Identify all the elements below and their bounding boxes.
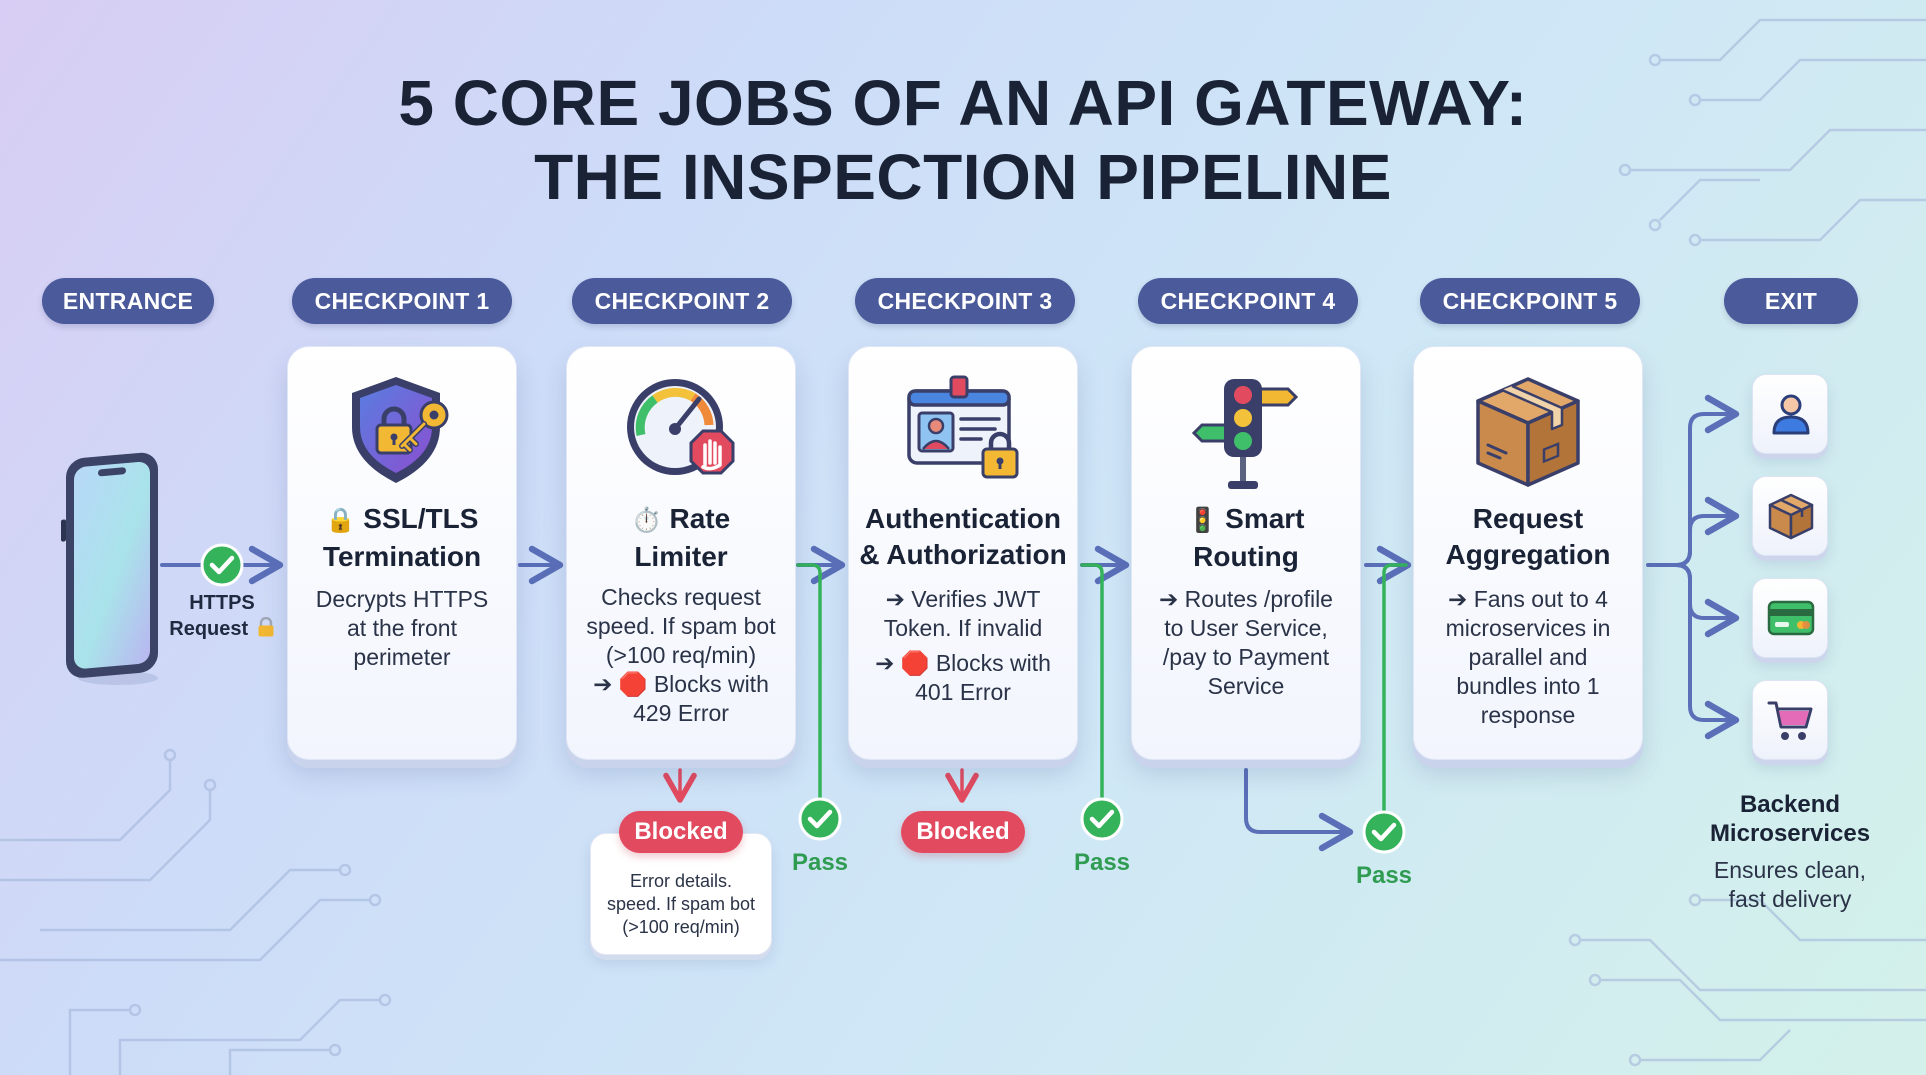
pass-line-2 xyxy=(1080,563,1104,802)
card-rate-limiter: ⏱️ Rate Limiter Checks request speed. If… xyxy=(566,346,796,760)
speedometer-stop-icon xyxy=(627,379,735,475)
stage-pill-checkpoint-1: CHECKPOINT 1 xyxy=(292,278,512,324)
stage-pill-checkpoint-3: CHECKPOINT 3 xyxy=(855,278,1075,324)
card-title: 🔒 SSL/TLS Termination xyxy=(322,503,482,572)
credit-card-icon xyxy=(1767,600,1815,636)
user-icon xyxy=(1772,394,1810,435)
stage-pill-checkpoint-2: CHECKPOINT 2 xyxy=(572,278,792,324)
service-shopping-cart xyxy=(1752,680,1828,760)
card-ssl-tls-termination: 🔒 SSL/TLS Termination Decrypts HTTPS at … xyxy=(287,346,517,760)
blocked-badge-auth: Blocked xyxy=(901,811,1025,853)
id-card-lock-icon xyxy=(907,375,1019,479)
lock-icon xyxy=(258,616,274,637)
card-authentication-authorization: Authentication & Authorization ➔ Verifie… xyxy=(848,346,1078,760)
pass-check-icon xyxy=(798,797,842,841)
card-smart-routing: 🚦 Smart Routing ➔ Routes /profile to Use… xyxy=(1131,346,1361,760)
page-title: 5 CORE JOBS OF AN API GATEWAY: THE INSPE… xyxy=(0,66,1926,214)
shopping-cart-icon xyxy=(1767,701,1813,740)
shield-key-icon xyxy=(352,377,449,483)
pass-label-2: Pass xyxy=(1073,849,1131,876)
service-box xyxy=(1752,476,1828,556)
pass-label-1: Pass xyxy=(791,849,849,876)
card-description: ➔ Fans out to 4 microservices in paralle… xyxy=(1445,586,1611,728)
title-line-1: 5 CORE JOBS OF AN API GATEWAY: xyxy=(398,67,1528,139)
service-user xyxy=(1752,374,1828,454)
card-request-aggregation: Request Aggregation ➔ Fans out to 4 micr… xyxy=(1413,346,1643,760)
backend-microservices-title: Backend Microservices xyxy=(1709,791,1871,847)
card-title: Request Aggregation xyxy=(1445,503,1611,570)
blocked-badge-rate-limiter: Blocked xyxy=(619,811,743,853)
error-details-note: Error details. speed. If spam bot (>100 … xyxy=(590,833,772,955)
box-icon xyxy=(1768,493,1814,540)
fanout-to-cart xyxy=(1674,563,1740,740)
pass-line-3 xyxy=(1382,563,1408,814)
arrow-routing-branch xyxy=(1244,768,1354,852)
request-check-icon xyxy=(200,543,244,587)
package-box-icon xyxy=(1476,377,1580,487)
card-title: 🚦 Smart Routing xyxy=(1187,503,1305,572)
backend-microservices-description: Ensures clean, fast delivery xyxy=(1713,857,1867,912)
stage-pill-exit: EXIT xyxy=(1724,278,1858,324)
pass-label-3: Pass xyxy=(1355,862,1413,889)
pass-check-icon xyxy=(1080,797,1124,841)
smartphone-icon xyxy=(61,452,158,685)
fanout-to-box xyxy=(1674,496,1740,567)
pass-line-1 xyxy=(796,563,822,802)
card-description: ➔ Routes /profile to User Service, /pay … xyxy=(1159,586,1333,699)
traffic-light-signpost-icon xyxy=(1191,379,1299,489)
stage-pill-checkpoint-4: CHECKPOINT 4 xyxy=(1138,278,1358,324)
card-description: ➔ Verifies JWT Token. If invalid ➔ 🛑 Blo… xyxy=(875,586,1051,705)
card-title: Authentication & Authorization xyxy=(859,503,1067,570)
title-line-2: THE INSPECTION PIPELINE xyxy=(534,141,1392,213)
card-description: Decrypts HTTPS at the front perimeter xyxy=(315,586,489,670)
service-payment xyxy=(1752,578,1828,658)
card-description: Checks request speed. If spam bot (>100 … xyxy=(586,584,776,726)
card-title: ⏱️ Rate Limiter xyxy=(631,503,731,572)
pass-check-icon xyxy=(1362,810,1406,854)
fanout-to-card xyxy=(1674,563,1740,638)
stage-pill-checkpoint-5: CHECKPOINT 5 xyxy=(1420,278,1640,324)
https-request-label: HTTPS Request xyxy=(162,590,282,642)
stage-pill-entrance: ENTRANCE xyxy=(42,278,214,324)
fanout-to-user xyxy=(1674,394,1740,567)
